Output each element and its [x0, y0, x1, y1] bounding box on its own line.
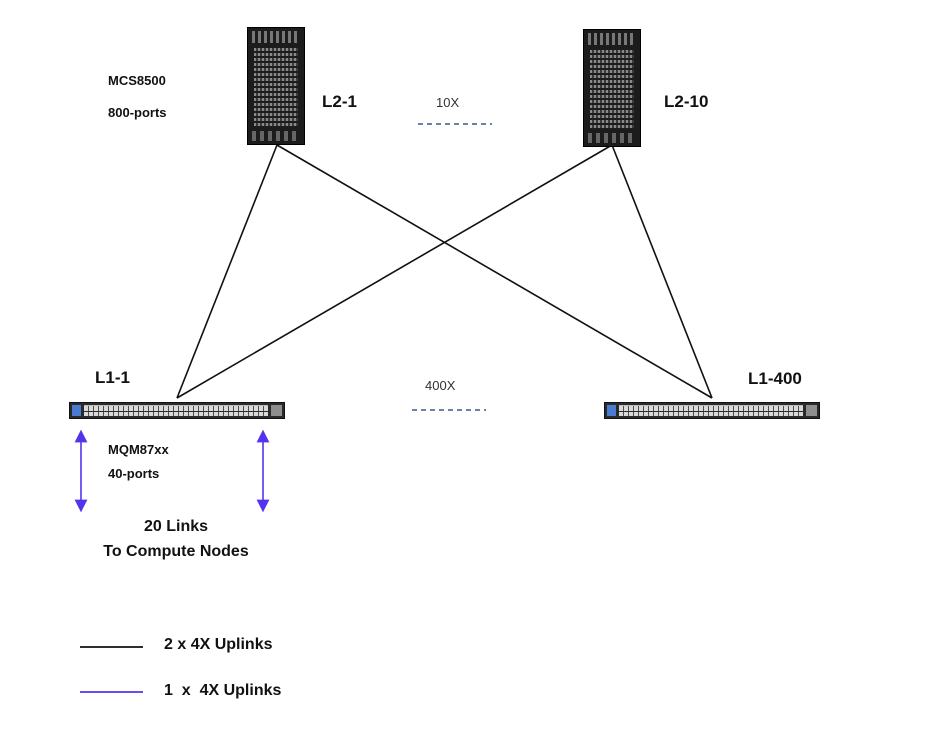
- uplink-l2-10-to-l1-1: [176, 144, 613, 399]
- l1-400-edge-switch: [604, 402, 820, 419]
- l1-ports-label: 40-ports: [108, 466, 160, 481]
- legend-blue-label: 1 x 4X Uplinks: [164, 682, 282, 699]
- l2-count-label: 10X: [436, 95, 460, 110]
- compute-links-label: 20 Links: [143, 518, 209, 535]
- l1-1-edge-switch: [69, 402, 285, 419]
- l2-10-chassis-switch: [583, 29, 641, 147]
- compute-nodes-label: To Compute Nodes: [103, 543, 249, 560]
- l2-model-label: MCS8500: [108, 73, 166, 88]
- uplink-l2-10-to-l1-400: [611, 144, 713, 399]
- l1-model-label: MQM87xx: [108, 442, 169, 457]
- uplink-l2-1-to-l1-400: [276, 144, 713, 399]
- uplink-l2-1-to-l1-1: [176, 144, 278, 399]
- l1-1-label: L1-1: [95, 368, 130, 387]
- l1-400-label: L1-400: [748, 369, 802, 388]
- l1-count-label: 400X: [425, 378, 456, 393]
- l2-10-label: L2-10: [664, 92, 709, 111]
- l2-ports-label: 800-ports: [108, 105, 167, 120]
- l2-1-chassis-switch: [247, 27, 305, 145]
- l2-1-label: L2-1: [322, 92, 357, 111]
- legend-black-label: 2 x 4X Uplinks: [164, 636, 273, 653]
